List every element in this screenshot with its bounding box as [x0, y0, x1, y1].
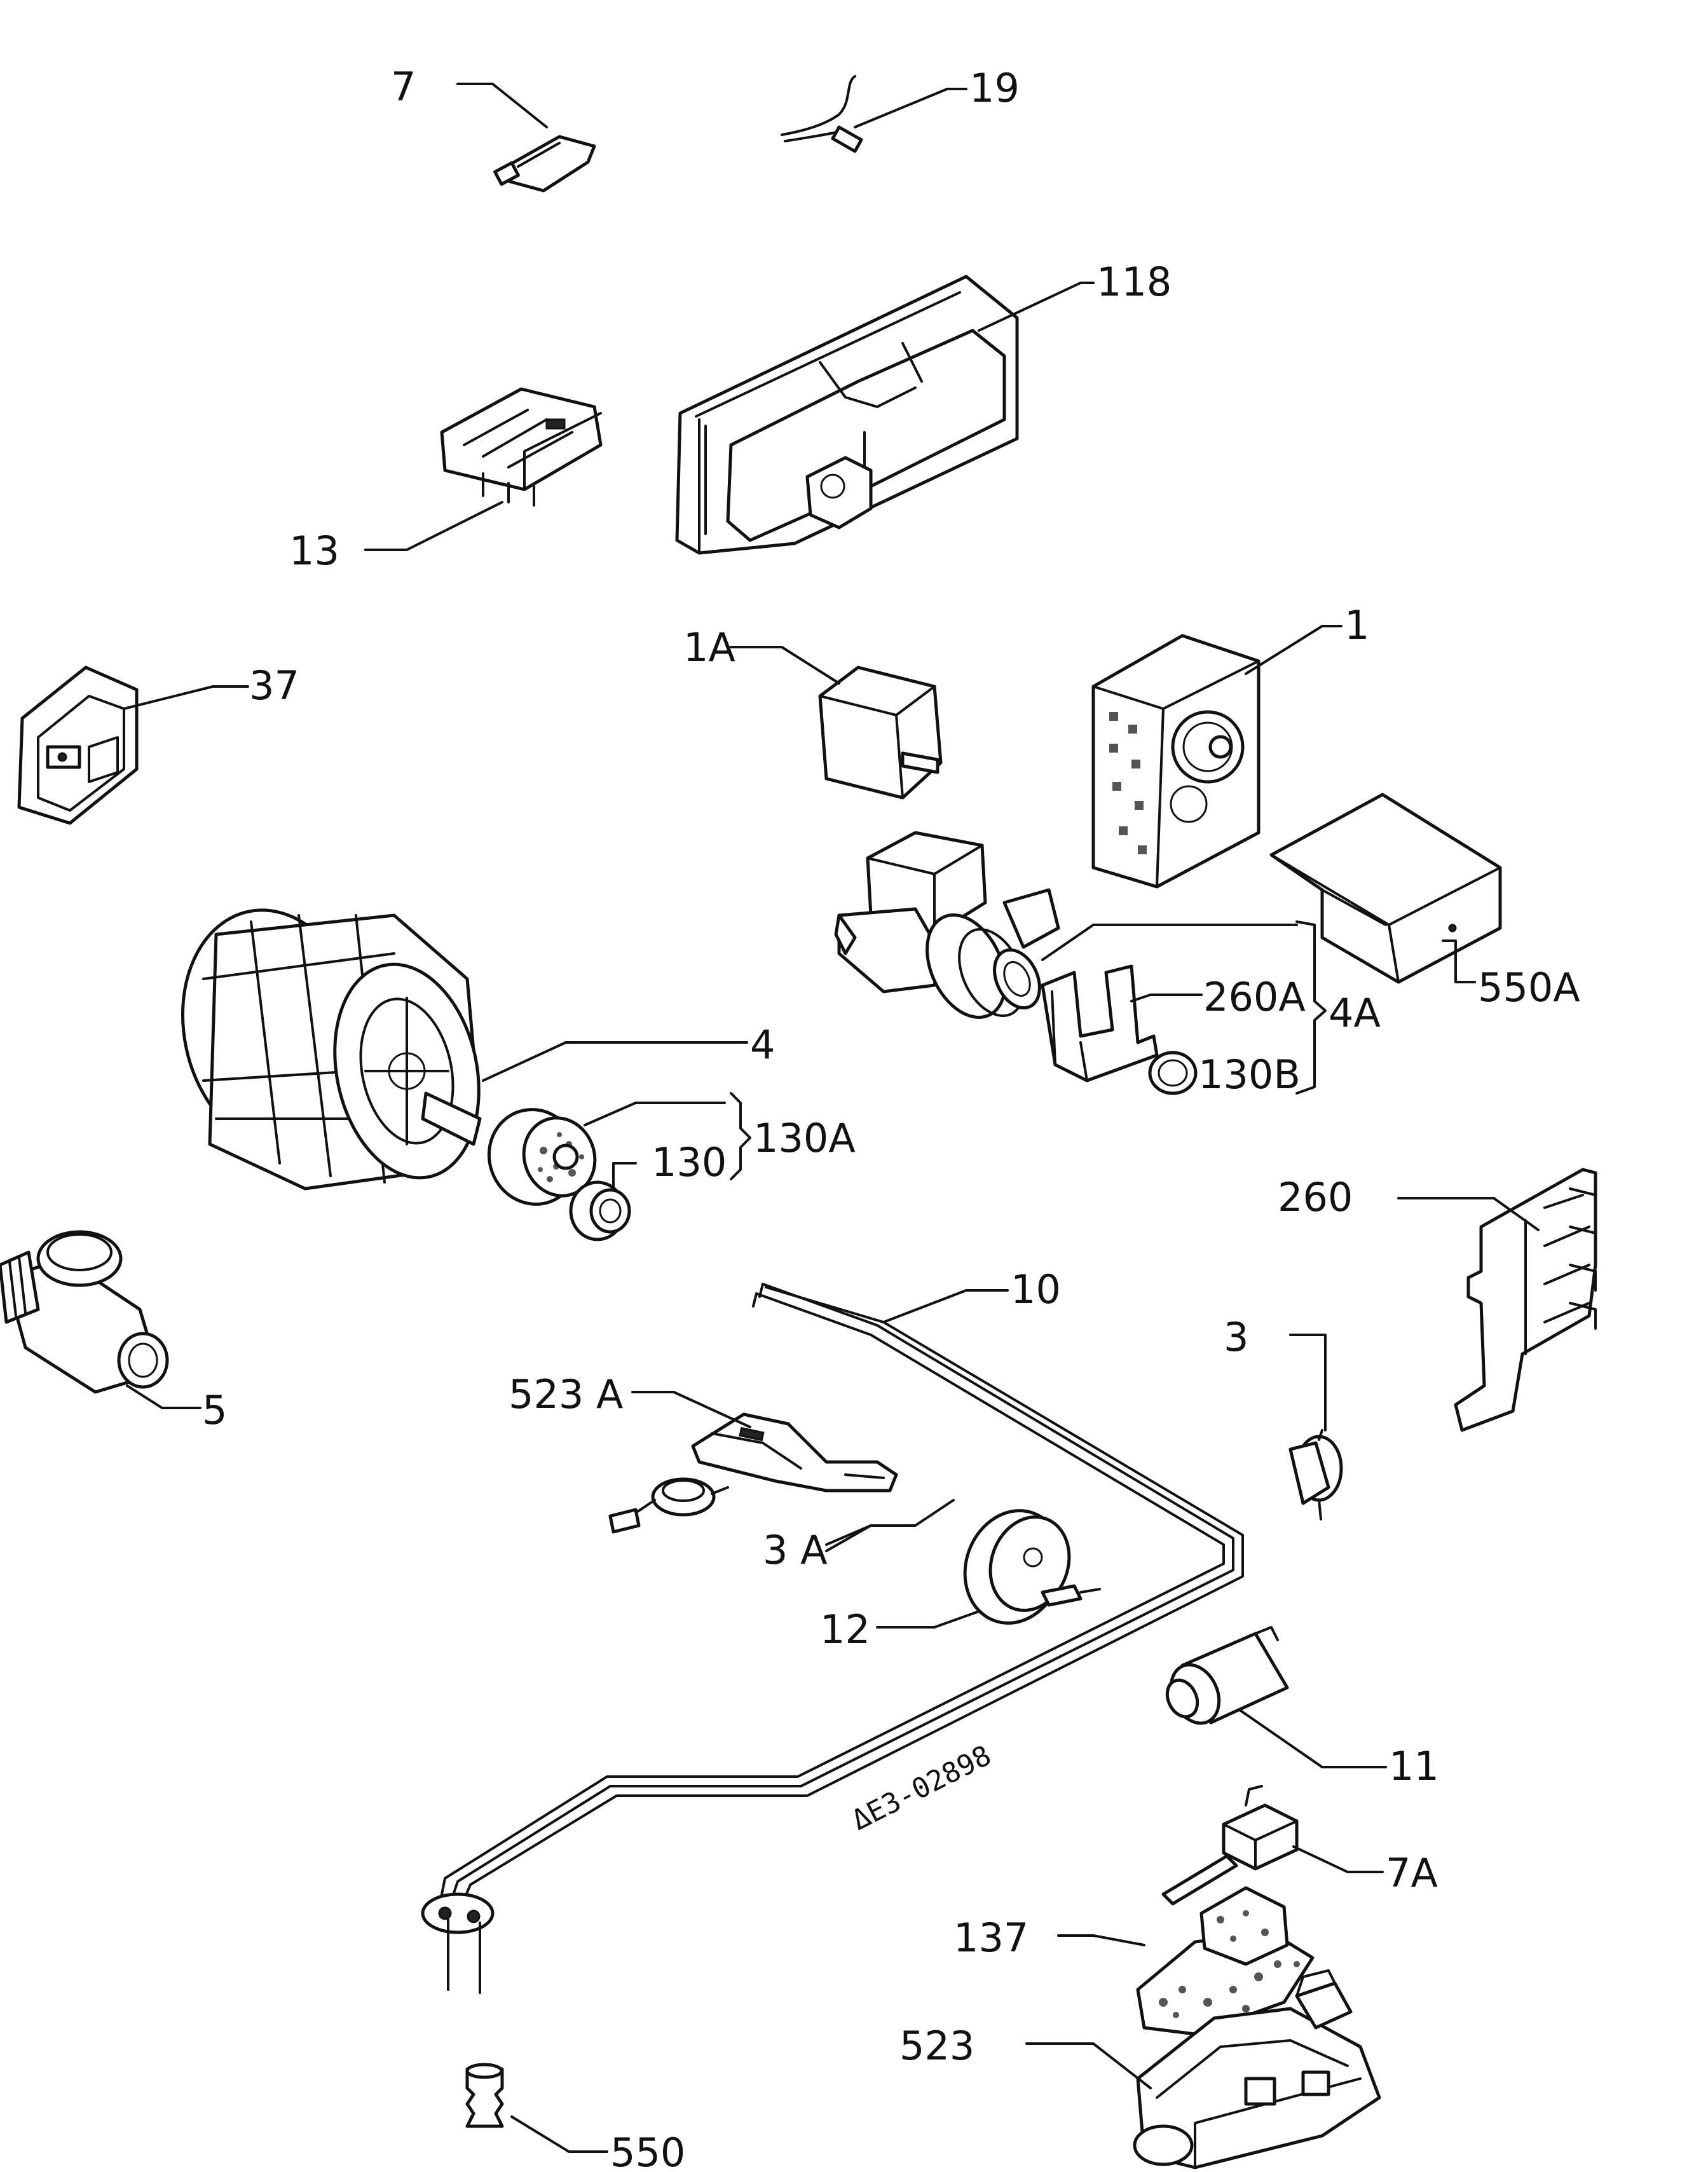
- label-1: 1: [1344, 602, 1369, 648]
- part-4-motor: [181, 908, 748, 1191]
- label-523A: 523 A: [509, 1371, 623, 1417]
- part-7A-microswitch: [1161, 1785, 1384, 1906]
- part-1-programmer: [1091, 625, 1342, 889]
- part-1A-timer-motor: [730, 646, 943, 800]
- label-118: 118: [1097, 259, 1172, 305]
- label-3A: 3 A: [763, 1527, 828, 1573]
- label-4: 4: [750, 1021, 775, 1068]
- label-7: 7: [391, 64, 416, 110]
- label-130A: 130A: [753, 1115, 856, 1161]
- drawing-code: ΔE3-02898: [847, 1739, 997, 1837]
- part-550-grommet: [465, 2063, 608, 2153]
- label-130: 130: [652, 1139, 727, 1185]
- label-37: 37: [249, 662, 299, 709]
- part-260A-bracket: [1041, 964, 1203, 1083]
- part-19-sensor: [781, 75, 967, 153]
- part-11-capacitor: [1165, 1626, 1387, 1768]
- part-130A-seal-group: [487, 1092, 751, 1241]
- part-10-heater: [421, 1283, 1244, 1994]
- label-4A: 4A: [1329, 990, 1381, 1036]
- part-13-switch-block: [364, 387, 603, 551]
- label-1A: 1A: [683, 624, 735, 671]
- label-7A: 7A: [1386, 1850, 1438, 1896]
- label-19: 19: [969, 65, 1020, 111]
- part-260-bracket: [1397, 1168, 1597, 1432]
- label-5: 5: [202, 1387, 227, 1433]
- part-137-filter: [1057, 1886, 1315, 2036]
- label-13: 13: [289, 528, 339, 574]
- label-10: 10: [1011, 1266, 1061, 1313]
- part-12-pressure-switch: [876, 1509, 1101, 1629]
- label-550A: 550A: [1478, 964, 1580, 1011]
- label-523: 523: [899, 2023, 974, 2069]
- part-118-dispenser: [675, 275, 1095, 555]
- label-3: 3: [1224, 1314, 1248, 1360]
- label-550: 550: [610, 2129, 685, 2172]
- label-260A: 260A: [1203, 974, 1306, 1020]
- label-130B: 130B: [1198, 1051, 1301, 1098]
- part-130B-ring: [1148, 1051, 1198, 1095]
- part-3-thermostat: [1288, 1334, 1343, 1520]
- label-12: 12: [820, 1606, 870, 1653]
- part-3A-thermal-fuse: [608, 1477, 955, 1552]
- label-137: 137: [953, 1915, 1028, 1961]
- part-5-inlet-valve: [0, 1230, 202, 1409]
- part-37-terminal-cover: [17, 666, 249, 825]
- part-550A-box: [1269, 793, 1502, 984]
- part-523-sump: [1025, 1969, 1381, 2169]
- part-7-switch: [456, 83, 596, 193]
- brace-4A: [1295, 920, 1327, 1095]
- part-4A-drain-pump: [834, 831, 1298, 1019]
- label-11: 11: [1389, 1743, 1439, 1789]
- part-523A-plate: [631, 1391, 898, 1492]
- label-260: 260: [1278, 1174, 1353, 1220]
